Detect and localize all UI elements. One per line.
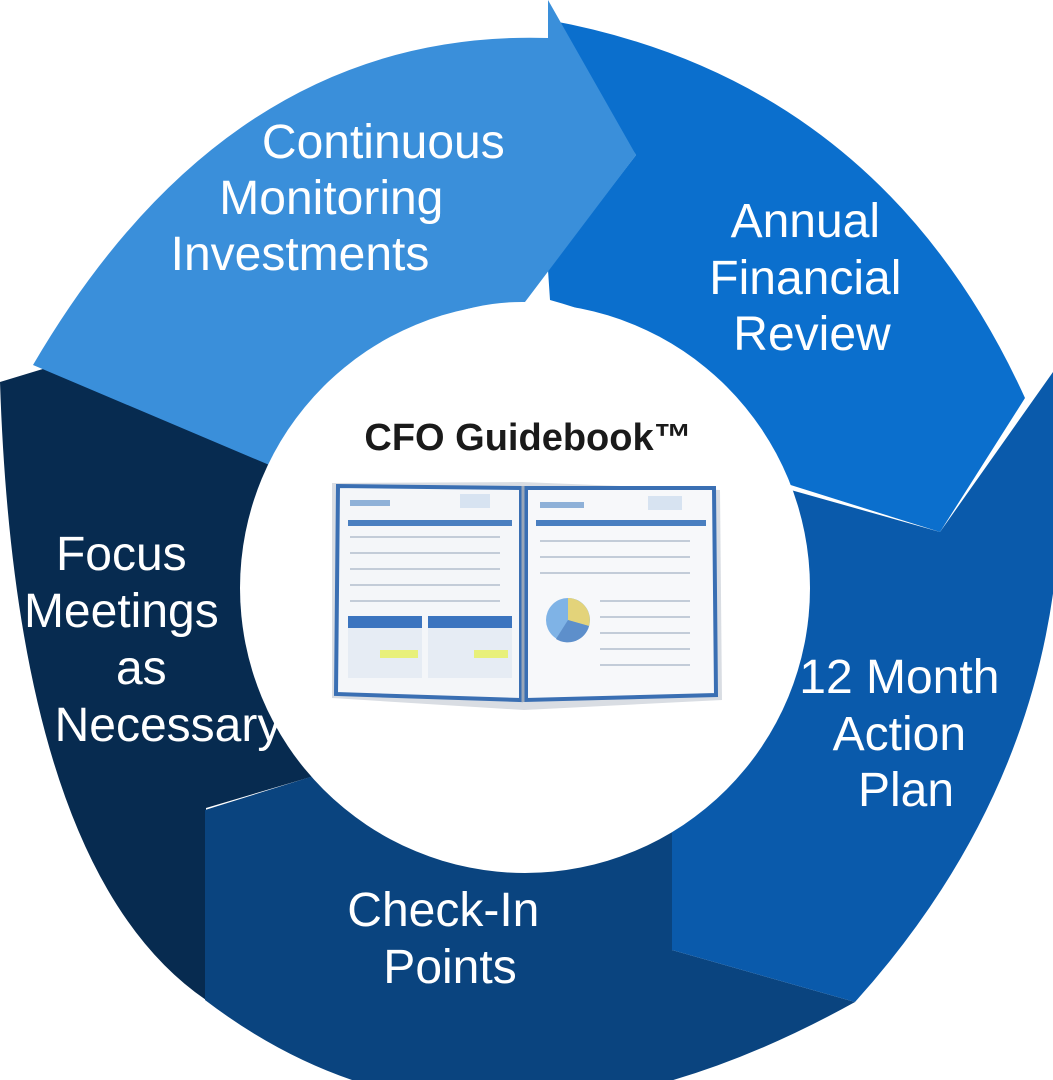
- center-title: CFO Guidebook™: [364, 417, 691, 459]
- guidebook-image-icon: [332, 482, 722, 710]
- label-annual-financial-review: Annual Financial Review: [709, 195, 914, 361]
